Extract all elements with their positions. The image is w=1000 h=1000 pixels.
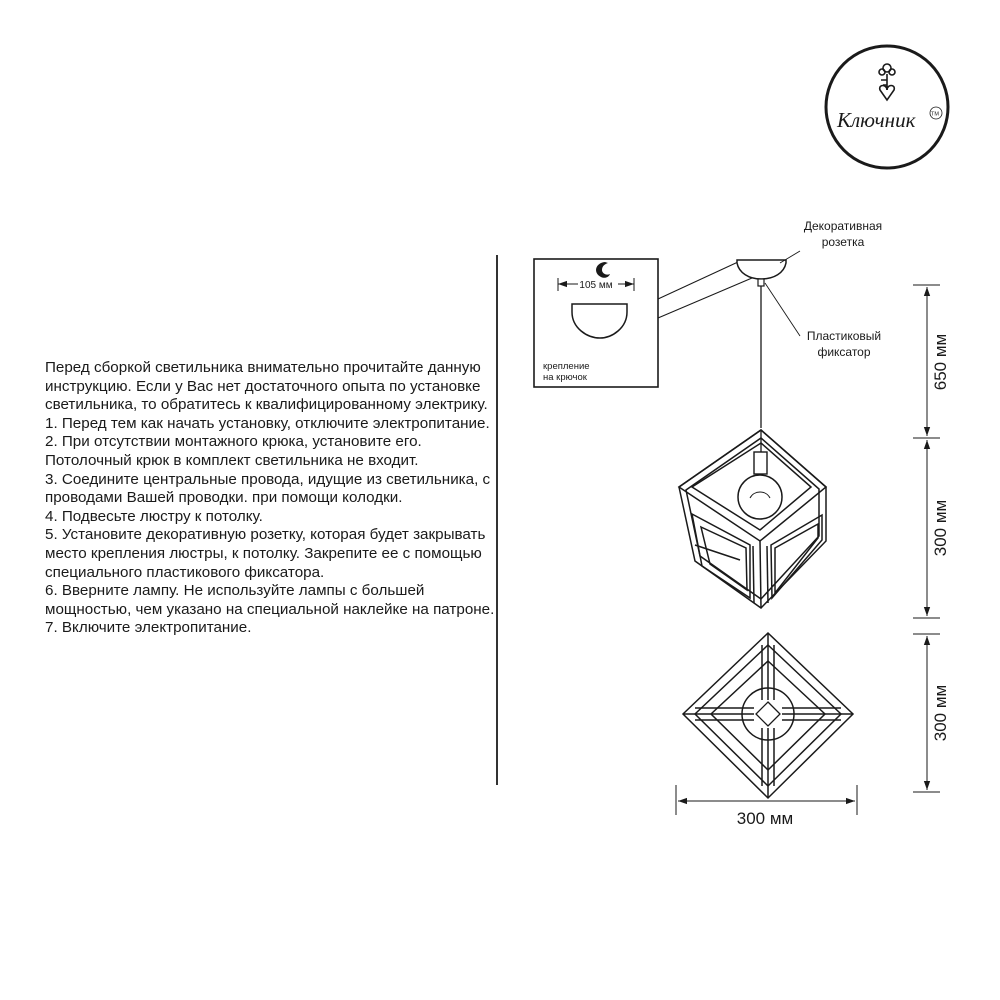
trademark-icon	[929, 106, 943, 120]
instructions-text: Перед сборкой светильника внимательно пр…	[45, 359, 495, 638]
instructions-step-1: 1. Перед тем как начать установку, отклю…	[45, 414, 490, 432]
inset-caption-line2: на крючок	[543, 372, 588, 383]
fixator-label-line2: фиксатор	[817, 345, 870, 359]
bulb-filament	[749, 491, 771, 499]
key-icon	[878, 63, 896, 102]
lamp-width-label: 300 мм	[737, 809, 793, 828]
instructions-step-4: 4. Подвесьте люстру к потолку.	[45, 507, 263, 525]
inset-leader-top	[657, 261, 739, 300]
rosette-label-line1: Декоративная	[804, 219, 882, 233]
lamp-depth-label: 300 мм	[931, 685, 950, 741]
bottom-view-socket	[755, 701, 781, 727]
rosette-label-line2: розетка	[822, 235, 865, 249]
fixator-leader	[764, 282, 801, 337]
instructions-step-2: 2. При отсутствии монтажного крюка, уста…	[45, 433, 422, 469]
cord-length-label: 650 мм	[931, 334, 950, 390]
inset-dimension-label: 105 мм	[579, 280, 612, 291]
instructions-step-3: 3. Соедините центральные провода, идущие…	[45, 470, 491, 507]
logo-brand-name: Ключник	[836, 108, 916, 132]
logo-tm: TM	[931, 112, 939, 118]
lamp-height-label: 300 мм	[931, 500, 950, 556]
plastic-fixator	[757, 278, 765, 287]
logo-ring	[824, 44, 950, 170]
fixator-label-line1: Пластиковый	[807, 329, 881, 343]
instructions-intro: Перед сборкой светильника внимательно пр…	[45, 359, 488, 414]
cube-lamp-side-view	[677, 429, 828, 609]
mounting-inset: 105 мм крепление на крючок	[533, 258, 659, 388]
ceiling-rosette	[736, 259, 787, 280]
instructions-step-5: 5. Установите декоративную розетку, кото…	[45, 526, 486, 581]
inset-rosette-shape	[571, 303, 628, 339]
rosette-leader	[779, 250, 801, 264]
light-bulb-icon	[737, 474, 783, 520]
hook-icon	[596, 262, 610, 278]
brand-logo: Ключник TM	[824, 44, 950, 170]
lamp-socket	[753, 451, 768, 475]
instructions-step-6: 6. Вверните лампу. Не используйте лампы …	[45, 582, 495, 618]
inset-caption-line1: крепление	[543, 361, 590, 372]
instructions-step-7: 7. Включите электропитание.	[45, 619, 252, 637]
vertical-divider	[496, 255, 498, 785]
dimension-lines	[675, 284, 940, 815]
inset-leader-bottom	[657, 277, 753, 319]
